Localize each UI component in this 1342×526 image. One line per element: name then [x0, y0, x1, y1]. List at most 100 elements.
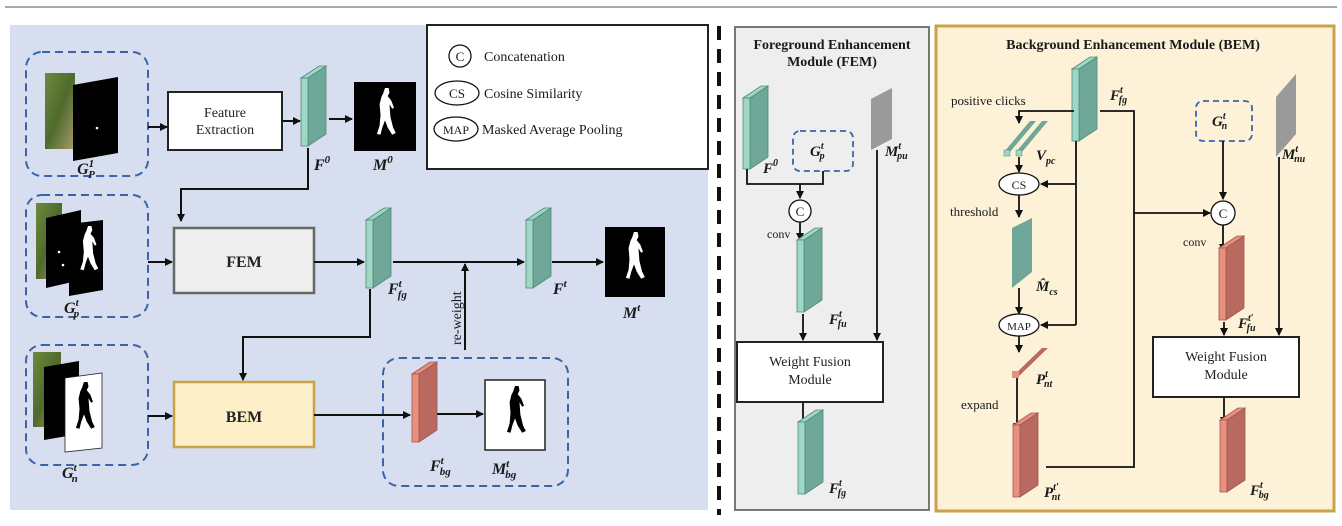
fem-feature-ffg — [796, 409, 825, 495]
feature-extraction-box: Feature Extraction — [167, 91, 283, 151]
legend-label-concatenation: Concatenation — [484, 50, 565, 65]
bem-expand-label: expand — [961, 397, 999, 412]
fem-panel: Foreground Enhancement Module (FEM) F0 G… — [734, 26, 930, 511]
slab-side — [307, 65, 327, 147]
svg-text:MAP: MAP — [1007, 321, 1031, 333]
bem-title: Background Enhancement Module (BEM) — [1006, 38, 1260, 53]
fem-weight-fusion-module — [736, 341, 884, 403]
photo-thumbnail — [45, 73, 75, 149]
feature-map-ft — [524, 207, 553, 289]
bem-feature-pnt-prime — [1011, 412, 1040, 498]
bem-gnt-group — [1195, 100, 1253, 142]
legend-label-cosine-similarity: Cosine Similarity — [484, 87, 582, 102]
person-silhouette — [80, 226, 99, 271]
legend-symbol: C — [456, 49, 465, 64]
person-silhouette — [625, 232, 645, 279]
slab-front — [797, 421, 806, 495]
svg-text:Module: Module — [788, 373, 832, 388]
svg-text:BEM: BEM — [226, 409, 262, 426]
svg-text:Feature: Feature — [204, 106, 246, 121]
bem-conv-label: conv — [1183, 235, 1206, 249]
bem-mask-mnu — [1276, 74, 1296, 157]
slab-front — [411, 373, 420, 443]
bem-mask-mcs — [1012, 218, 1032, 288]
reweight-label: re-weight — [450, 291, 465, 345]
fem-feature-f0 — [741, 85, 770, 170]
top-rule — [5, 6, 1337, 8]
slab-side — [1225, 235, 1245, 321]
fem-mask-mpu — [871, 88, 892, 150]
legend-label-map: Masked Average Pooling — [482, 123, 623, 138]
svg-text:Extraction: Extraction — [196, 123, 254, 138]
svg-text:Weight Fusion: Weight Fusion — [1185, 350, 1267, 365]
fem-title: Foreground Enhancement — [754, 38, 911, 53]
bem-threshold-label: threshold — [950, 204, 999, 219]
svg-text:C: C — [1219, 206, 1228, 221]
person-silhouette — [376, 88, 396, 135]
bem-label-mcs: M̂cs — [1035, 278, 1058, 298]
slab-side — [532, 207, 552, 289]
bem-feature-ffg — [1070, 56, 1099, 142]
fem-title: Module (FEM) — [787, 55, 877, 70]
bem-vpc-vectors — [1003, 121, 1048, 157]
click-map-image — [73, 77, 118, 161]
label-ft: Ft — [552, 278, 568, 298]
fem-label-f0: F0 — [762, 158, 778, 177]
bem-positive-clicks-label: positive clicks — [951, 93, 1026, 108]
label-f0: F0 — [313, 154, 331, 174]
person-silhouette — [75, 382, 95, 429]
label-m0: M0 — [372, 154, 393, 174]
slab-side — [418, 361, 438, 443]
svg-text:C: C — [796, 204, 805, 219]
bem-feature-ffu-prime — [1217, 235, 1246, 321]
slab-front — [1219, 419, 1228, 493]
person-silhouette — [506, 386, 526, 433]
fem-conv-label: conv — [767, 227, 790, 241]
slab-side — [803, 227, 823, 313]
slab-side — [372, 207, 392, 289]
bem-feature-fbg — [1218, 407, 1247, 493]
slab-front — [742, 97, 751, 170]
slab-front — [300, 77, 309, 147]
bem-label-ffu-prime: Ft′fu — [1237, 313, 1256, 334]
bem-label-pnt-prime: Pt′nt — [1044, 482, 1061, 503]
svg-text:Module: Module — [1204, 368, 1248, 383]
slab-side — [749, 85, 769, 170]
slab-front — [525, 219, 534, 289]
slab-front — [796, 239, 805, 313]
fem-gpt-group — [792, 130, 854, 172]
slab-front — [1218, 247, 1227, 321]
cs-symbol-icon — [434, 80, 480, 106]
bem-weight-fusion-module — [1152, 336, 1300, 398]
feature-map-fbg — [410, 361, 439, 443]
legend-symbol: CS — [449, 86, 465, 101]
map-symbol-icon — [433, 116, 479, 142]
feature-map-f0 — [299, 65, 328, 147]
svg-text:CS: CS — [1012, 178, 1027, 192]
slab-front — [365, 219, 374, 289]
svg-text:FEM: FEM — [226, 254, 262, 271]
bem-prototype-pnt — [1012, 348, 1048, 378]
overview-panel — [10, 169, 708, 510]
svg-text:Weight Fusion: Weight Fusion — [769, 355, 851, 370]
concat-symbol-icon — [448, 44, 472, 68]
